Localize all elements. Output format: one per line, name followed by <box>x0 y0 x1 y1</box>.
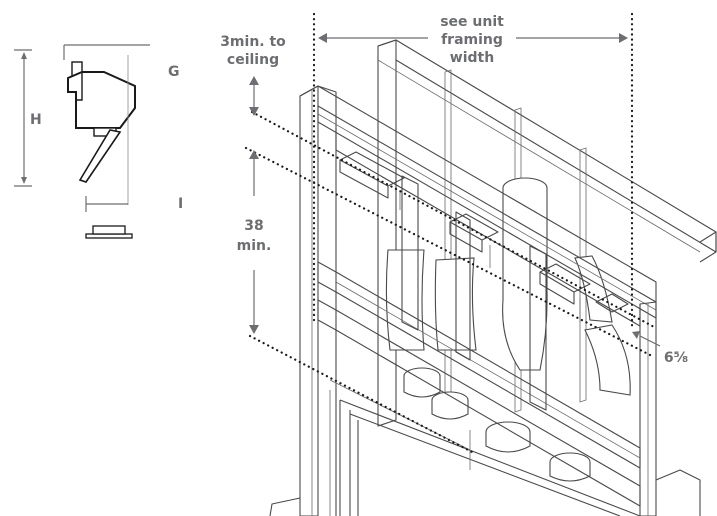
base-plate <box>85 225 133 239</box>
h-dimension-line <box>14 49 32 187</box>
height-arrow <box>249 150 259 334</box>
framing-isometric-view <box>269 39 717 516</box>
top-clearance-guide <box>250 110 658 330</box>
g-dimension-line <box>63 44 150 60</box>
depth-arrow <box>632 331 661 347</box>
i-dimension-line <box>85 196 128 212</box>
width-arrow <box>318 33 628 43</box>
ceiling-label-line1: 3min. to <box>220 34 286 50</box>
height-label-line2: min. <box>237 238 272 254</box>
unit-profile <box>67 55 136 205</box>
depth-label: 6⅝ <box>664 350 688 366</box>
front-right-post <box>639 301 657 516</box>
height-label-line1: 38 <box>244 218 263 234</box>
side-view-drawing: H G I <box>14 44 183 239</box>
ceiling-label-line2: ceiling <box>227 52 279 68</box>
h-label: H <box>30 112 42 128</box>
header-top-guide <box>244 146 654 358</box>
header-bottom-guide <box>248 334 474 454</box>
width-label-line1: see unit <box>440 14 504 30</box>
hanger-brackets <box>339 151 629 322</box>
ceiling-arrow <box>249 76 259 116</box>
firebox-opening <box>329 379 641 516</box>
middle-header <box>317 261 641 507</box>
dimension-labels: see unit framing width 3min. to ceiling … <box>220 14 688 366</box>
dimension-guides <box>244 12 661 454</box>
base-footing <box>269 469 701 516</box>
width-label-line3: width <box>450 50 494 66</box>
i-label: I <box>178 196 183 212</box>
g-label: G <box>168 64 180 80</box>
vent-pipes <box>385 177 631 482</box>
inner-studs <box>401 175 547 411</box>
width-label-line2: framing <box>441 32 503 48</box>
